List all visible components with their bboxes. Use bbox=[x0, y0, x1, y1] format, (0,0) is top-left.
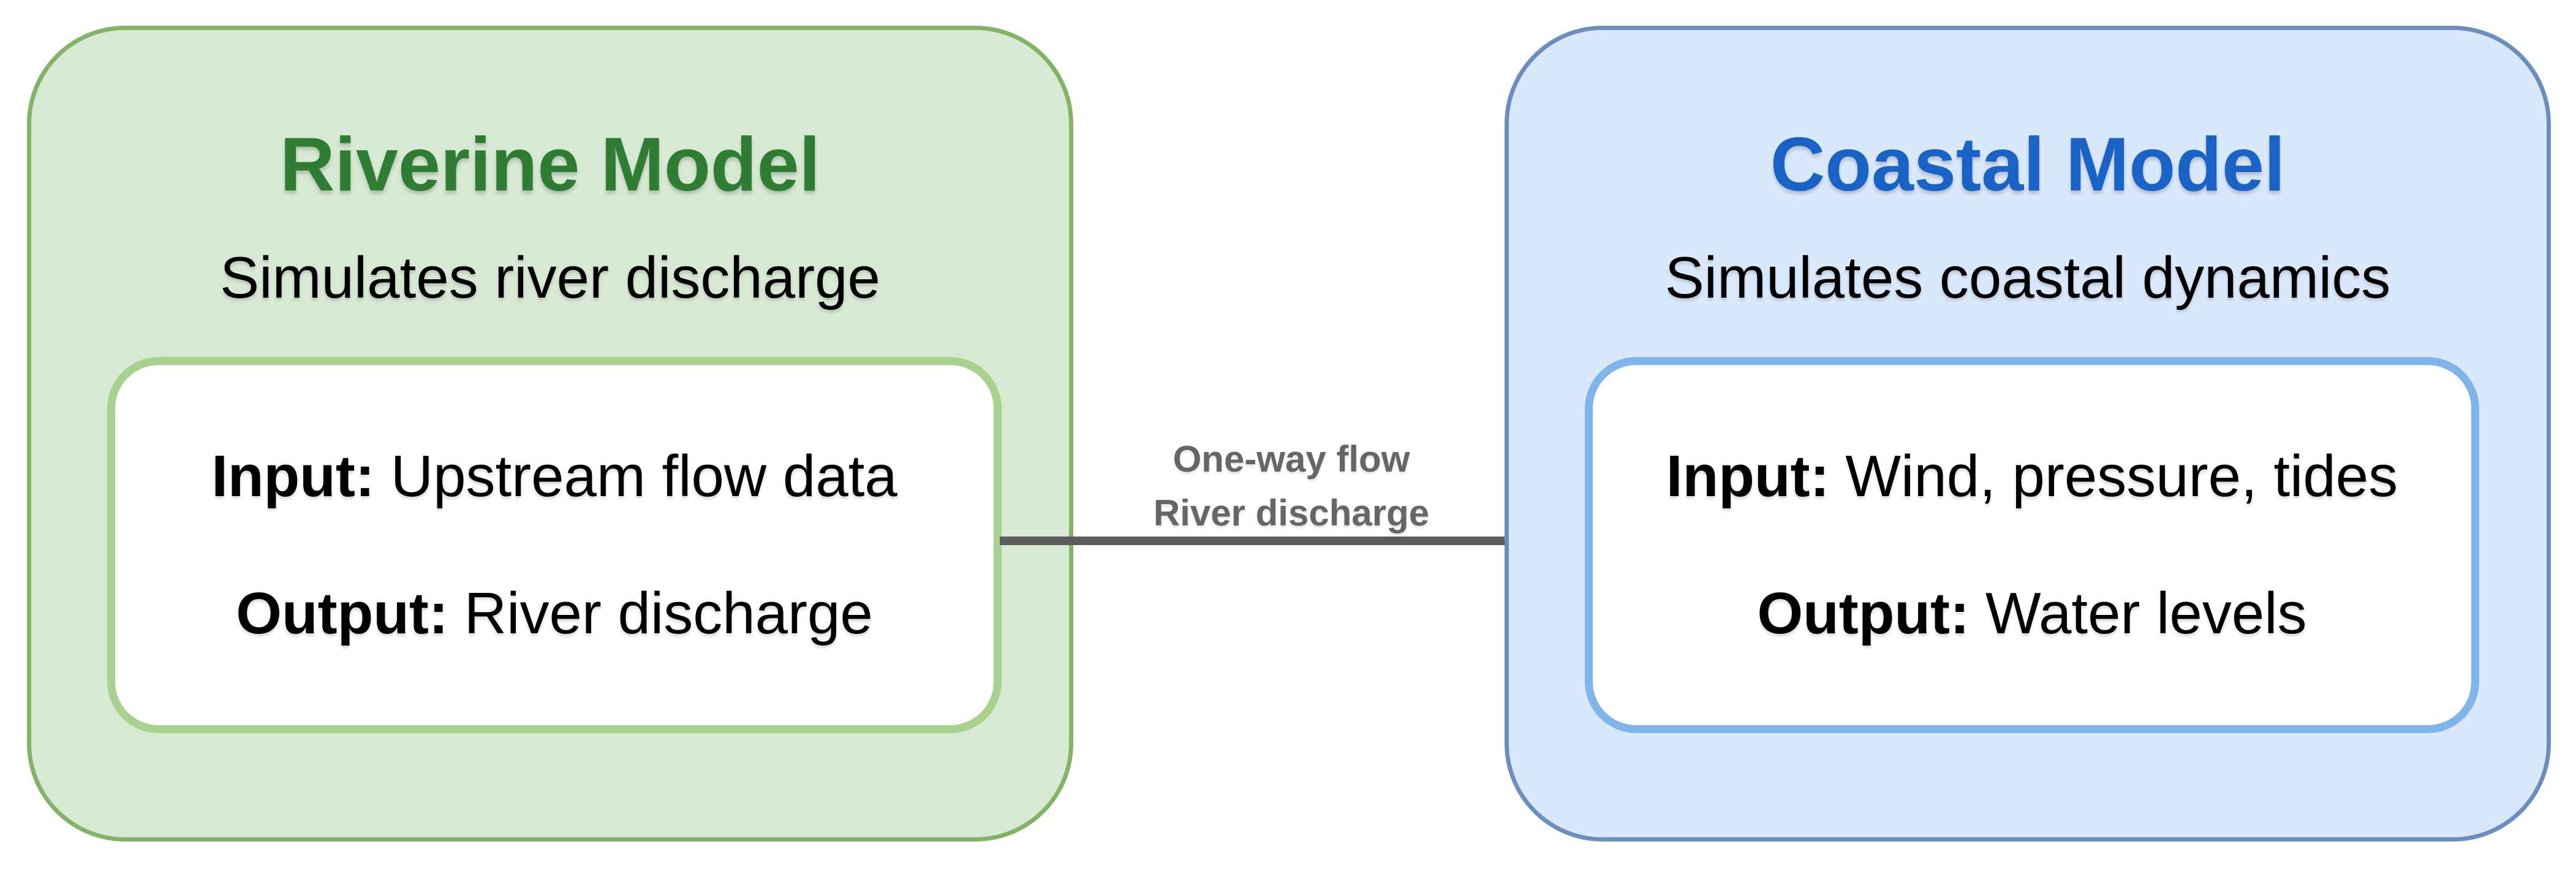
flow-arrow-label: One-way flow River discharge bbox=[1016, 432, 1567, 540]
riverine-input-label: Input: bbox=[211, 443, 375, 510]
flow-arrow-label-line2: River discharge bbox=[1153, 492, 1430, 533]
coastal-output-label: Output: bbox=[1757, 581, 1970, 646]
riverine-model-title: Riverine Model bbox=[280, 122, 820, 207]
riverine-io-card: Input:Upstream flow data Output:River di… bbox=[107, 357, 1002, 733]
riverine-output-value: River discharge bbox=[464, 581, 873, 646]
riverine-output-label: Output: bbox=[236, 581, 448, 646]
coastal-input-value: Wind, pressure, tides bbox=[1845, 443, 2398, 510]
riverine-input-value: Upstream flow data bbox=[390, 443, 897, 510]
riverine-model-subtitle: Simulates river discharge bbox=[220, 245, 880, 311]
coastal-input-label: Input: bbox=[1666, 443, 1830, 510]
coastal-model-subtitle: Simulates coastal dynamics bbox=[1664, 245, 2391, 311]
coastal-output-value: Water levels bbox=[1985, 581, 2307, 646]
one-way-flow-arrow-icon bbox=[1000, 514, 1584, 567]
coastal-input-line: Input:Wind, pressure, tides bbox=[1666, 444, 2398, 509]
coastal-io-card: Input:Wind, pressure, tides Output:Water… bbox=[1585, 357, 2479, 733]
flow-arrow-label-line1: One-way flow bbox=[1173, 439, 1410, 480]
coastal-output-line: Output:Water levels bbox=[1757, 581, 2306, 646]
coastal-model-title: Coastal Model bbox=[1770, 122, 2286, 207]
coastal-model-box: Coastal Model Simulates coastal dynamics… bbox=[1505, 26, 2551, 842]
riverine-input-line: Input:Upstream flow data bbox=[211, 444, 897, 509]
riverine-output-line: Output:River discharge bbox=[236, 581, 872, 646]
riverine-model-box: Riverine Model Simulates river discharge… bbox=[27, 26, 1073, 842]
